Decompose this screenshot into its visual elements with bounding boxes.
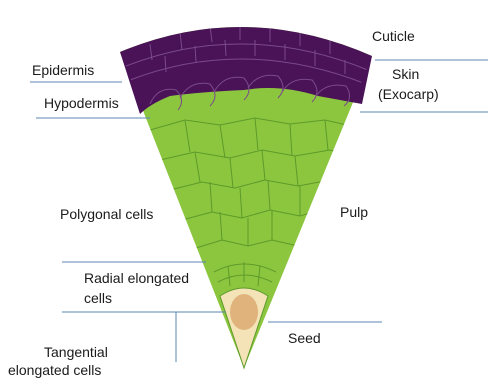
label-hypodermis: Hypodermis (44, 95, 119, 112)
label-epidermis: Epidermis (32, 62, 94, 79)
label-cuticle: Cuticle (372, 28, 415, 45)
label-exocarp: (Exocarp) (378, 86, 439, 103)
label-seed: Seed (288, 330, 321, 347)
label-radial-elongated-1: Radial elongated (84, 270, 189, 287)
label-tangential-2: elongated cells (8, 362, 101, 379)
label-tangential-1: Tangential (44, 344, 108, 361)
label-polygonal-cells: Polygonal cells (60, 206, 153, 223)
label-pulp: Pulp (340, 204, 368, 221)
seed-core (230, 294, 258, 330)
label-radial-elongated-2: cells (84, 290, 112, 307)
label-skin: Skin (392, 66, 419, 83)
